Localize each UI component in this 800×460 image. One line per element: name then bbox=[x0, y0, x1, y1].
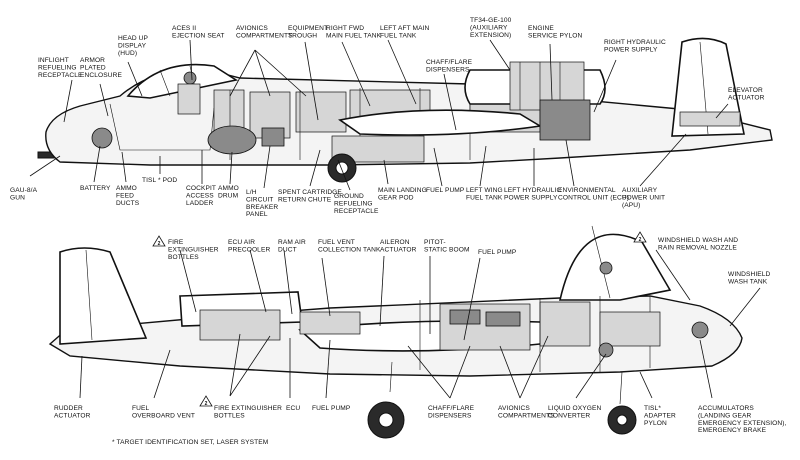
ammo-drum bbox=[207, 125, 257, 155]
label-pitot: PITOT-STATIC BOOM bbox=[424, 239, 470, 253]
label-footnote: * TARGET IDENTIFICATION SET, LASER SYSTE… bbox=[112, 439, 268, 446]
label-tisl-pod: TISL * POD bbox=[142, 177, 177, 184]
warning-triangle-2: 2 bbox=[633, 231, 647, 243]
bottom-canopy bbox=[558, 233, 672, 301]
label-fuel-pump-bot: FUEL PUMP bbox=[312, 405, 351, 412]
warning-triangle-3: 2 bbox=[199, 395, 213, 407]
bottom-aircraft bbox=[48, 225, 743, 439]
top-vertical-tail bbox=[671, 37, 745, 137]
bottom-internal-frames bbox=[199, 296, 709, 372]
warning-triangle-1: 2 bbox=[152, 235, 166, 247]
label-ecu-bot: ECU bbox=[286, 405, 300, 412]
leader-lines bbox=[29, 39, 761, 399]
label-fuel-pump-top: FUEL PUMP bbox=[426, 187, 465, 194]
bottom-vertical-tail bbox=[59, 247, 148, 345]
svg-text:2: 2 bbox=[639, 237, 642, 243]
label-battery: BATTERY bbox=[80, 185, 111, 192]
label-fuel-pump-bot-top: FUEL PUMP bbox=[478, 249, 517, 256]
svg-text:2: 2 bbox=[158, 241, 161, 247]
top-aircraft bbox=[37, 37, 773, 183]
bottom-pilot-head bbox=[599, 261, 613, 275]
svg-text:2: 2 bbox=[205, 401, 208, 407]
pilot-head bbox=[183, 71, 197, 85]
